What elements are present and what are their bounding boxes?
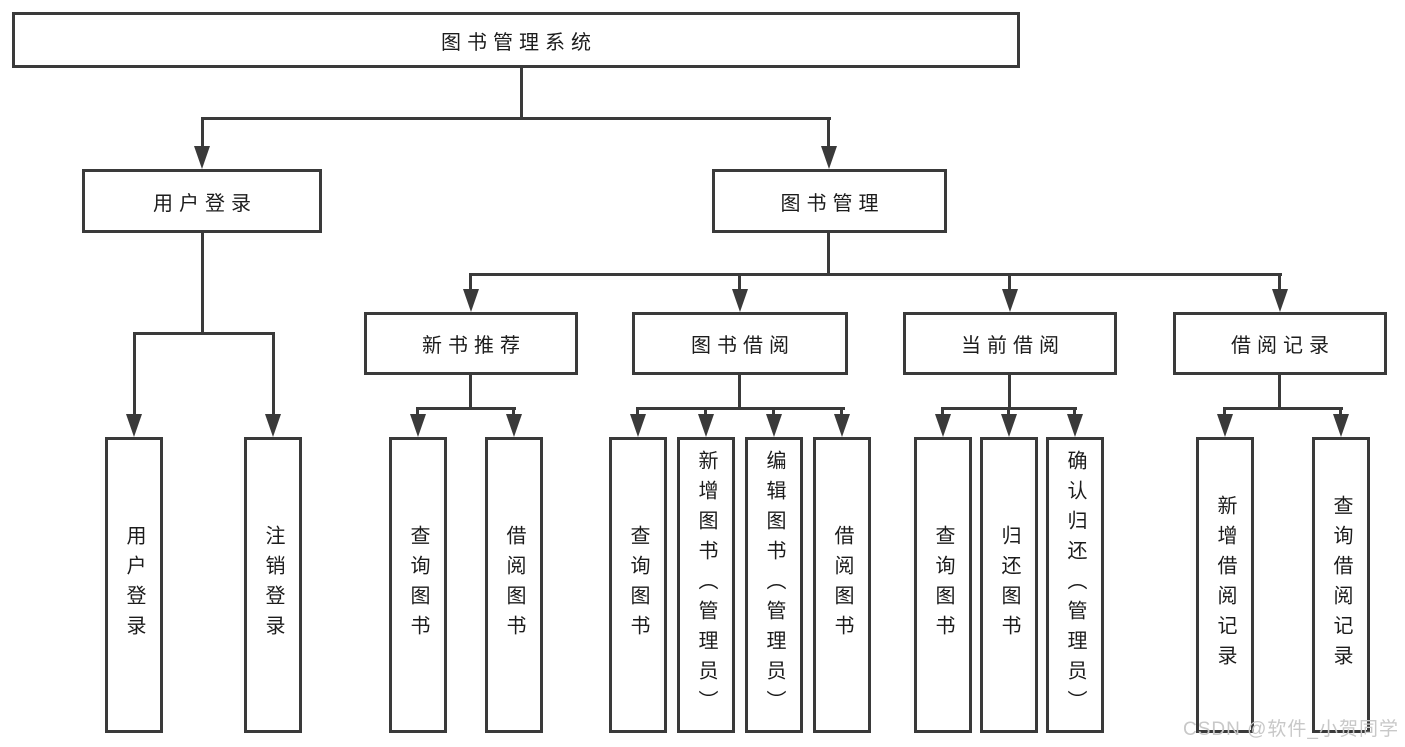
connector-line [1008,375,1011,410]
arrow-down-icon [506,414,522,437]
connector-line [201,233,204,335]
node-current-borrowing: 当前借阅 [903,312,1117,375]
arrow-down-icon [821,146,837,169]
arrow-down-icon [194,146,210,169]
arrow-down-icon [410,414,426,437]
node-book-management: 图书管理 [712,169,947,233]
arrow-down-icon [732,289,748,312]
connector-line [772,407,775,416]
connector-line [1339,407,1342,416]
node-borrowing-records: 借阅记录 [1173,312,1387,375]
node-query-borrow-record: 查询借阅记录 [1312,437,1370,733]
connector-line [1278,375,1281,410]
connector-line [416,407,516,410]
node-user-login-group: 用户登录 [82,169,322,233]
connector-line [1223,407,1226,416]
arrow-down-icon [1333,414,1349,437]
arrow-down-icon [1067,414,1083,437]
connector-line [1278,273,1281,292]
connector-line [1008,273,1011,292]
arrow-down-icon [126,414,142,437]
arrow-down-icon [1001,414,1017,437]
connector-line [1007,407,1010,416]
arrow-down-icon [1217,414,1233,437]
node-new-book-recommendation: 新书推荐 [364,312,578,375]
node-return-books: 归还图书 [980,437,1038,733]
arrow-down-icon [1002,289,1018,312]
arrow-down-icon [630,414,646,437]
connector-line [1223,407,1343,410]
arrow-down-icon [935,414,951,437]
arrow-down-icon [1272,289,1288,312]
node-user-login: 用户登录 [105,437,163,733]
connector-line [738,273,741,292]
node-edit-book-admin: 编辑图书（管理员） [745,437,803,733]
connector-line [520,68,523,120]
connector-line [738,375,741,410]
arrow-down-icon [698,414,714,437]
connector-line [201,117,831,120]
arrow-down-icon [463,289,479,312]
connector-line [636,407,639,416]
node-confirm-return-admin: 确认归还（管理员） [1046,437,1104,733]
connector-line [941,407,944,416]
connector-line [704,407,707,416]
node-logout: 注销登录 [244,437,302,733]
connector-line [272,332,275,415]
node-query-books-recommend: 查询图书 [389,437,447,733]
connector-line [637,407,845,410]
connector-line [469,273,472,292]
node-query-books-current: 查询图书 [914,437,972,733]
connector-line [469,375,472,410]
node-borrow-books-recommend: 借阅图书 [485,437,543,733]
node-query-books-borrowing: 查询图书 [609,437,667,733]
node-add-borrow-record: 新增借阅记录 [1196,437,1254,733]
connector-line [201,117,204,150]
node-book-borrowing: 图书借阅 [632,312,848,375]
arrow-down-icon [265,414,281,437]
node-borrow-books: 借阅图书 [813,437,871,733]
connector-line [133,332,275,335]
node-add-book-admin: 新增图书（管理员） [677,437,735,733]
connector-line [133,332,136,415]
connector-line [827,117,830,150]
arrow-down-icon [834,414,850,437]
connector-line [416,407,419,416]
connector-line [840,407,843,416]
connector-line [512,407,515,416]
arrow-down-icon [766,414,782,437]
connector-line [1073,407,1076,416]
connector-line [470,273,1282,276]
connector-line [827,233,830,276]
node-library-management-system: 图书管理系统 [12,12,1020,68]
csdn-watermark: CSDN @软件_小贺同学 [1183,719,1399,740]
